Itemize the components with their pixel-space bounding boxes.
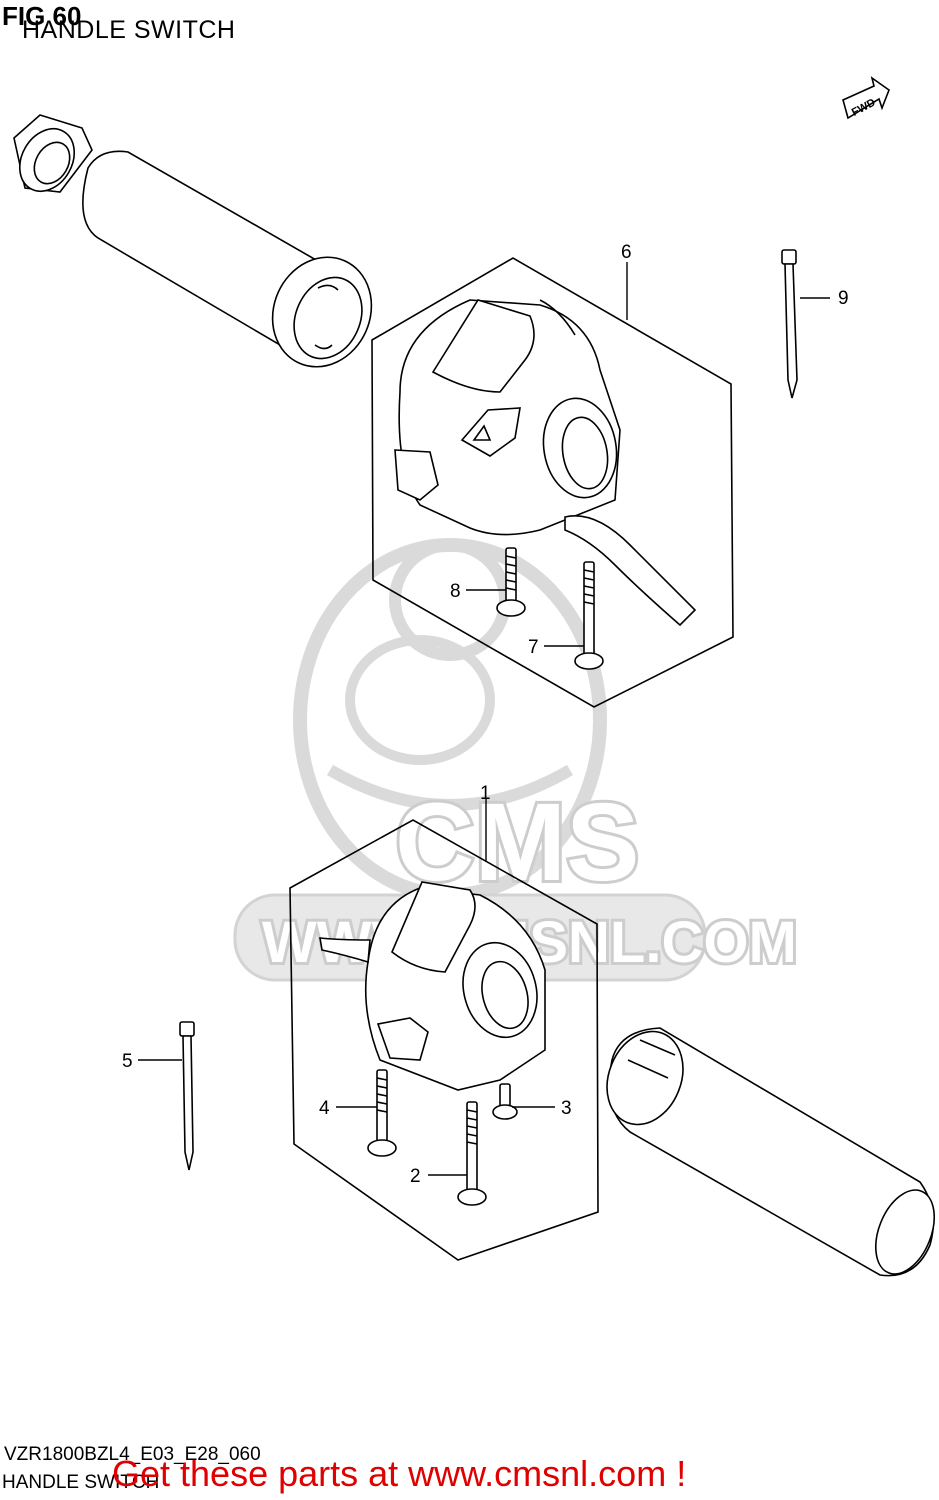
callout-6: 6 (621, 242, 632, 263)
right-grip (606, 1027, 936, 1277)
switch-assembly-box-upper (371, 257, 734, 708)
cable-tie-5 (179, 1021, 195, 1171)
model-code: VZR1800BZL4_E03_E28_060 (4, 1444, 261, 1465)
screw-2 (457, 1101, 487, 1206)
left-handle-switch (319, 881, 546, 1091)
screw-8 (496, 547, 526, 617)
callout-9: 9 (838, 288, 849, 309)
cable-tie-9 (781, 249, 798, 399)
callout-4: 4 (319, 1098, 330, 1119)
promo-link[interactable]: Get these parts at www.cmsnl.com ! (112, 1453, 687, 1494)
callout-5: 5 (122, 1051, 133, 1072)
callout-8: 8 (450, 581, 461, 602)
leader-lines (138, 262, 830, 1176)
screw-3 (492, 1083, 518, 1120)
right-handle-switch (394, 299, 697, 627)
callout-7: 7 (528, 637, 539, 658)
fig-label: FIG 60 (2, 1, 82, 31)
handlebar-end-weight (13, 114, 93, 193)
switch-assembly-box-lower (289, 819, 599, 1261)
screw-7 (574, 561, 604, 670)
watermark-brand: CMS (395, 781, 639, 904)
footer-title: HANDLE SWITCH (2, 1472, 160, 1493)
diagram-title: HANDLE SWITCH (22, 16, 236, 44)
callout-3: 3 (561, 1098, 572, 1119)
callout-2: 2 (410, 1166, 421, 1187)
callout-1: 1 (480, 783, 491, 804)
left-grip (82, 150, 373, 368)
screw-4 (367, 1069, 397, 1157)
fwd-arrow-badge: FWD (842, 76, 890, 120)
